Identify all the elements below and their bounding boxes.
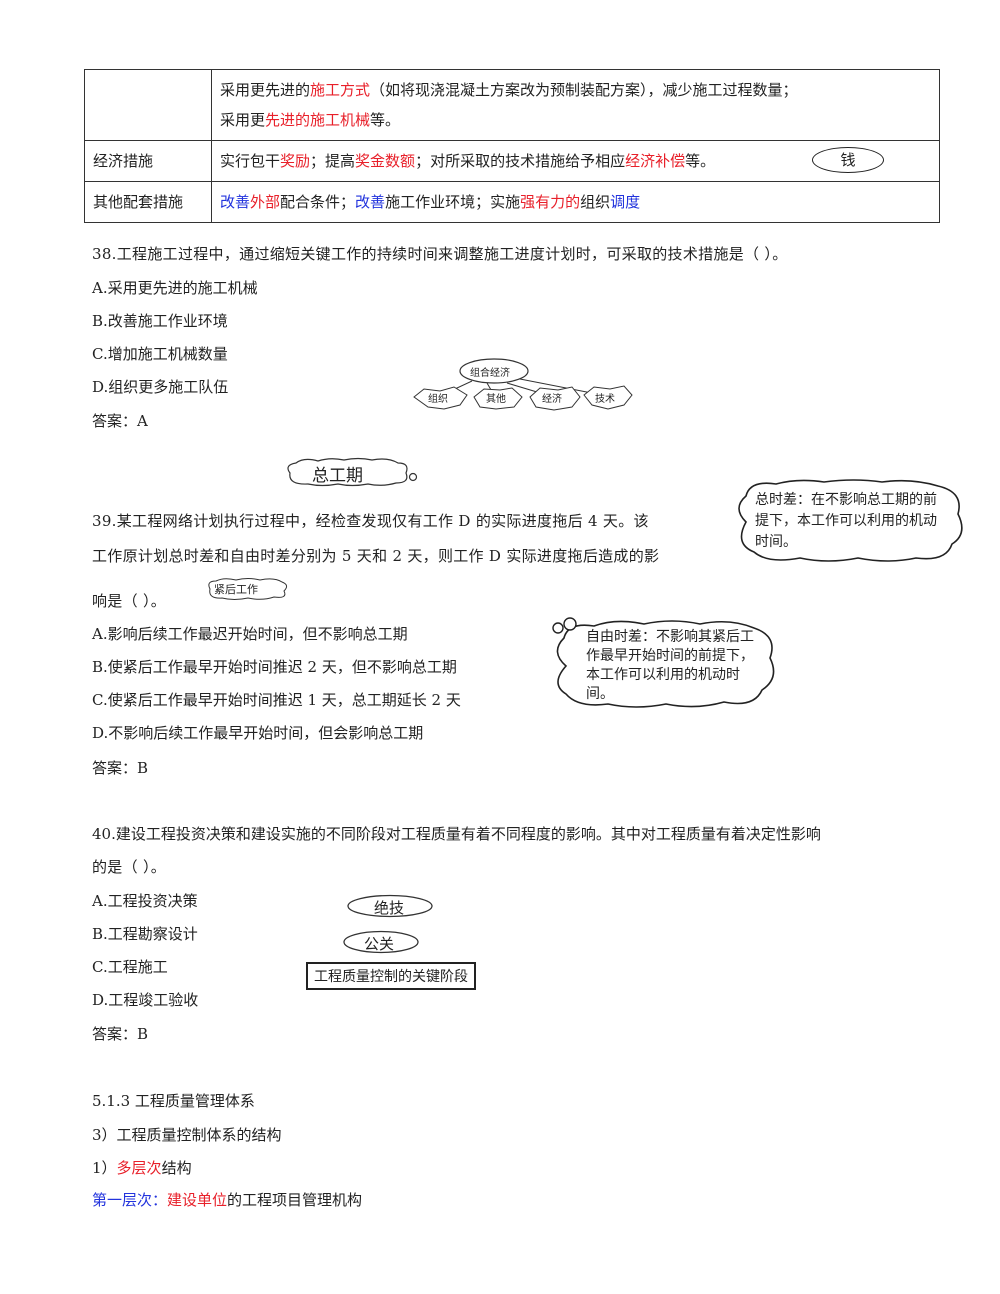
- diagram-item: 其他: [486, 394, 506, 405]
- highlight-text: 强有力的: [520, 193, 581, 211]
- question-38-option-c: C.增加施工机械数量: [92, 345, 228, 363]
- text: 施工作业环境；实施: [385, 193, 521, 211]
- text: 组织: [580, 193, 611, 211]
- question-38-option-a: A.采用更先进的施工机械: [92, 279, 258, 297]
- table-cell: 改善外部配合条件；改善施工作业环境；实施强有力的组织调度: [211, 181, 940, 223]
- question-40-answer: 答案：B: [92, 1025, 149, 1043]
- question-39-option-b: B.使紧后工作最早开始时间推迟 2 天，但不影响总工期: [92, 658, 457, 676]
- highlight-text: 建设单位: [167, 1191, 228, 1209]
- text: 等。: [370, 111, 401, 129]
- question-38-option-b: B.改善施工作业环境: [92, 312, 228, 330]
- table-row: 采用更先进的施工方式（如将现浇混凝土方案改为预制装配方案），减少施工过程数量； …: [84, 69, 940, 141]
- table-row: 其他配套措施 改善外部配合条件；改善施工作业环境；实施强有力的组织调度: [84, 181, 940, 223]
- highlight-text: 施工方式: [310, 81, 371, 99]
- text: 实行包干: [220, 152, 281, 170]
- question-40-stem-line2: 的是（ ）。: [92, 858, 167, 876]
- question-38-stem: 38.工程施工过程中，通过缩短关键工作的持续时间来调整施工进度计划时，可采取的技…: [92, 245, 788, 263]
- money-note: 钱: [812, 147, 884, 173]
- cloud-shape: [738, 479, 963, 562]
- measures-table: 采用更先进的施工方式（如将现浇混凝土方案改为预制装配方案），减少施工过程数量； …: [84, 69, 940, 223]
- diagram-item: 组织: [428, 394, 448, 405]
- cloud-shape: [552, 617, 775, 708]
- highlight-text: 第一层次：: [92, 1191, 168, 1209]
- cloud-shape: [287, 457, 418, 487]
- cloud-shape: [208, 578, 288, 600]
- question-38-answer: 答案：A: [92, 412, 148, 430]
- row-label: 其他配套措施: [84, 181, 212, 223]
- question-39-option-a: A.影响后续工作最迟开始时间，但不影响总工期: [92, 625, 408, 643]
- question-39-stem-line2: 工作原计划总时差和自由时差分别为 5 天和 2 天，则工作 D 实际进度拖后造成…: [92, 547, 660, 565]
- diagram-item: 技术: [595, 394, 615, 405]
- table-cell: 采用更先进的施工方式（如将现浇混凝土方案改为预制装配方案），减少施工过程数量； …: [211, 69, 940, 141]
- table-cell: 实行包干奖励；提高奖金数额；对所采取的技术措施给予相应经济补偿等。 钱: [211, 140, 940, 182]
- question-39-answer: 答案：B: [92, 759, 149, 777]
- free-float-note: 自由时差：不影响其紧后工作最早开始时间的前提下，本工作可以利用的机动时间。: [586, 629, 754, 702]
- highlight-text: 调度: [610, 193, 641, 211]
- highlight-text: 先进的施工机械: [265, 111, 371, 129]
- question-39-stem-line1: 39.某工程网络计划执行过程中，经检查发现仅有工作 D 的实际进度拖后 4 天。…: [92, 512, 649, 530]
- question-38-option-d: D.组织更多施工队伍: [92, 378, 229, 396]
- question-40-option-b: B.工程勘察设计: [92, 925, 198, 943]
- total-period-note: 总工期: [312, 466, 363, 486]
- table-row: 经济措施 实行包干奖励；提高奖金数额；对所采取的技术措施给予相应经济补偿等。 钱: [84, 140, 940, 182]
- skill-note: 绝技: [374, 899, 405, 917]
- highlight-text: 奖励: [280, 152, 311, 170]
- text: 的工程项目管理机构: [227, 1191, 363, 1209]
- pr-note: 公关: [364, 935, 395, 953]
- text: 1）: [92, 1159, 117, 1177]
- level-item: 第一层次：建设单位的工程项目管理机构: [92, 1189, 362, 1210]
- question-39-stem-line3: 响是（ ）。: [92, 592, 167, 610]
- highlight-text: 改善: [355, 193, 386, 211]
- question-40-stem-line1: 40.建设工程投资决策和建设实施的不同阶段对工程质量有着不同程度的影响。其中对工…: [92, 825, 821, 843]
- text: 采用更先进的: [220, 81, 311, 99]
- highlight-text: 外部: [250, 193, 281, 211]
- key-stage-label: 工程质量控制的关键阶段: [306, 962, 476, 990]
- text: 配合条件；: [280, 193, 356, 211]
- oval-shape: [347, 894, 433, 918]
- text: ；提高: [310, 152, 356, 170]
- question-40-option-a: A.工程投资决策: [92, 892, 198, 910]
- section-heading: 5.1.3 工程质量管理体系: [92, 1092, 255, 1110]
- question-40-option-c: C.工程施工: [92, 958, 168, 976]
- highlight-text: 经济补偿: [625, 152, 686, 170]
- question-39-option-d: D.不影响后续工作最早开始时间，但会影响总工期: [92, 724, 424, 742]
- measures-diagram: [413, 358, 633, 411]
- structure-item: 1）多层次结构: [92, 1157, 192, 1178]
- highlight-text: 多层次: [116, 1159, 162, 1177]
- text: ；对所采取的技术措施给予相应: [415, 152, 626, 170]
- highlight-text: 改善: [220, 193, 251, 211]
- question-40-option-d: D.工程竣工验收: [92, 991, 199, 1009]
- question-39-option-c: C.使紧后工作最早开始时间推迟 1 天，总工期延长 2 天: [92, 691, 461, 709]
- oval-shape: [343, 930, 419, 954]
- table-cell-empty: [84, 69, 212, 141]
- diagram-top-label: 组合经济: [470, 368, 510, 379]
- row-label: 经济措施: [84, 140, 212, 182]
- total-float-note: 总时差：在不影响总工期的前提下，本工作可以利用的机动时间。: [755, 492, 937, 550]
- section-subheading: 3）工程质量控制体系的结构: [92, 1126, 282, 1144]
- successor-note: 紧后工作: [214, 583, 258, 596]
- diagram-item: 经济: [542, 394, 562, 405]
- text: 采用更: [220, 111, 266, 129]
- text: 结构: [161, 1159, 192, 1177]
- text: 等。: [685, 152, 716, 170]
- highlight-text: 奖金数额: [355, 152, 416, 170]
- text: （如将现浇混凝土方案改为预制装配方案），减少施工过程数量；: [370, 81, 798, 99]
